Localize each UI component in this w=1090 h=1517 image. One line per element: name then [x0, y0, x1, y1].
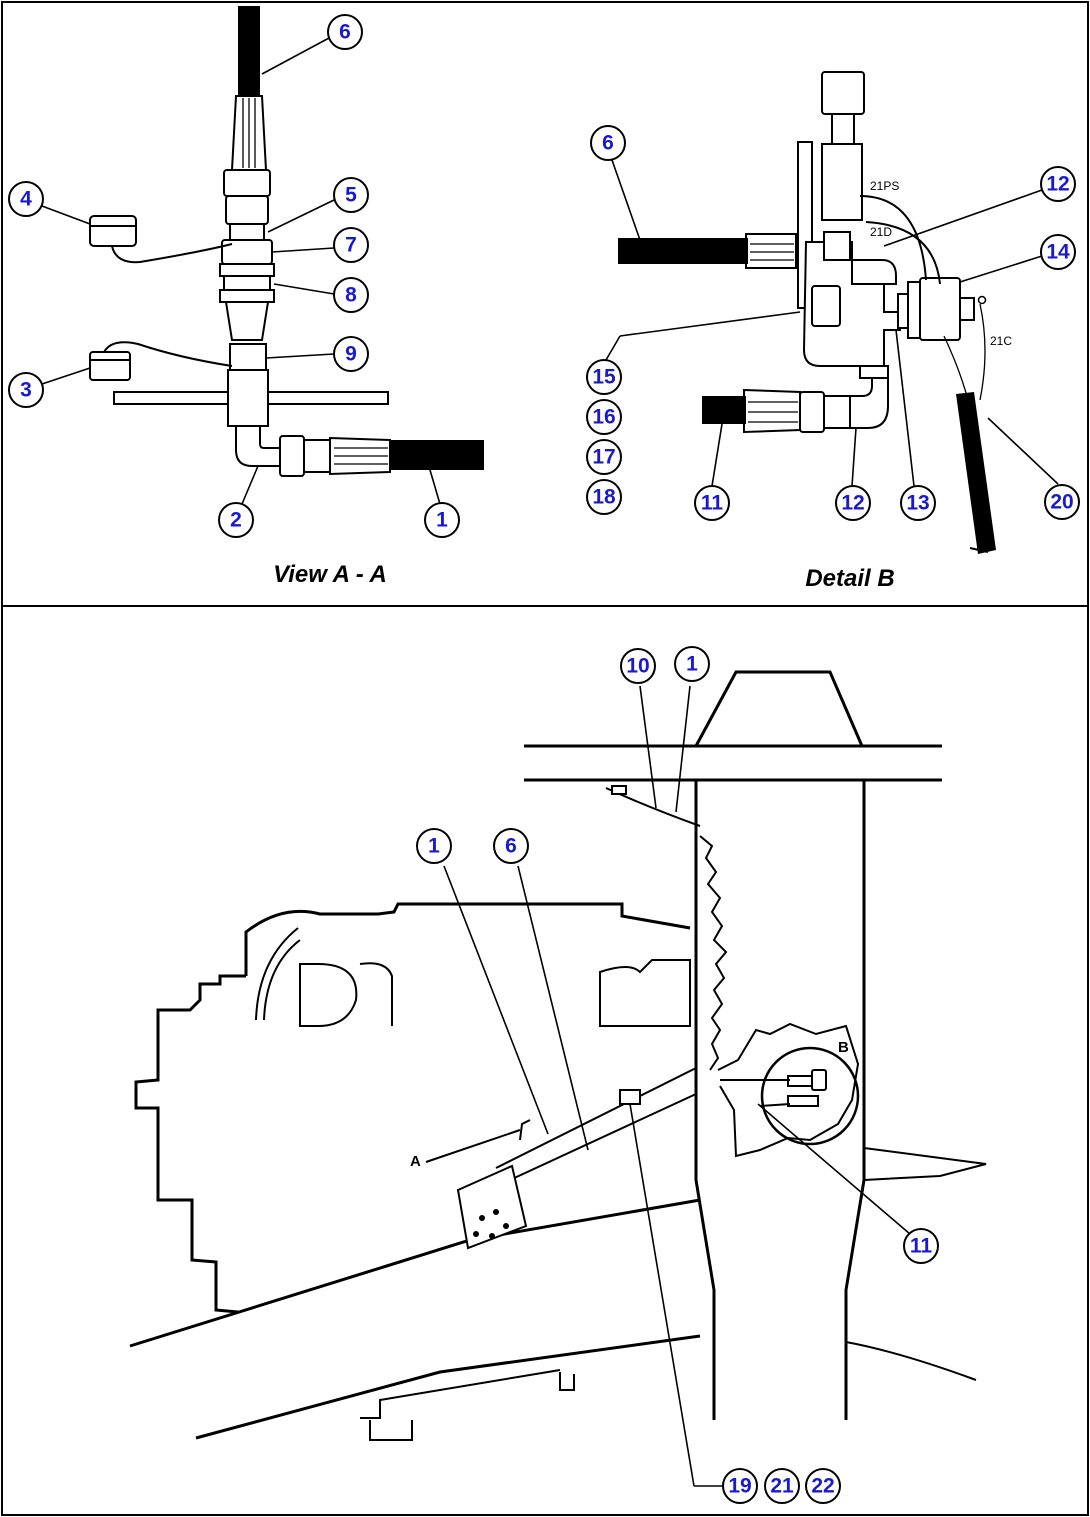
hose-11-detail — [702, 396, 746, 424]
detail-b-drawing — [618, 71, 996, 554]
detail-marker-b: B — [838, 1039, 849, 1056]
svg-text:18: 18 — [592, 486, 616, 509]
balloon-17: 17 — [586, 439, 622, 475]
balloon-11-detail-b: 11 — [694, 485, 730, 521]
svg-text:13: 13 — [906, 492, 929, 515]
wire-label-21c: 21C — [990, 334, 1012, 348]
balloon-5: 5 — [333, 177, 369, 213]
svg-text:20: 20 — [1050, 491, 1073, 514]
svg-text:11: 11 — [701, 492, 724, 515]
svg-text:1: 1 — [428, 835, 440, 858]
balloon-15: 15 — [586, 359, 622, 395]
balloon-2: 2 — [218, 502, 254, 538]
svg-text:15: 15 — [592, 366, 616, 389]
balloon-18: 18 — [586, 479, 622, 515]
balloon-13: 13 — [900, 485, 936, 521]
svg-text:8: 8 — [345, 284, 357, 307]
balloon-3: 3 — [8, 372, 44, 408]
balloon-20: 20 — [1044, 484, 1080, 520]
svg-text:7: 7 — [345, 234, 357, 257]
balloon-10: 10 — [620, 648, 656, 684]
balloon-4: 4 — [8, 181, 44, 217]
balloon-11-main: 11 — [903, 1228, 939, 1264]
svg-text:5: 5 — [345, 184, 357, 207]
svg-text:12: 12 — [1046, 173, 1069, 196]
svg-text:10: 10 — [626, 655, 649, 678]
balloon-16: 16 — [586, 399, 622, 435]
svg-text:9: 9 — [345, 343, 357, 366]
balloon-1-main-top: 1 — [674, 646, 710, 682]
svg-text:1: 1 — [436, 509, 448, 532]
hose-6-detail — [618, 238, 748, 264]
svg-text:4: 4 — [20, 188, 32, 211]
main-assembly-drawing — [129, 670, 987, 1441]
svg-text:12: 12 — [841, 492, 864, 515]
svg-text:16: 16 — [592, 406, 615, 429]
balloon-21: 21 — [764, 1468, 800, 1504]
balloon-6-main: 6 — [493, 828, 529, 864]
svg-text:14: 14 — [1046, 241, 1070, 264]
svg-text:6: 6 — [339, 21, 351, 44]
balloon-12-bottom: 12 — [835, 485, 871, 521]
balloon-1-main: 1 — [416, 828, 452, 864]
detail-b-callout-circle — [760, 1046, 860, 1146]
svg-text:6: 6 — [505, 835, 517, 858]
wire-label-21ps: 21PS — [870, 179, 899, 193]
svg-text:21: 21 — [770, 1475, 794, 1498]
svg-text:11: 11 — [910, 1235, 933, 1258]
balloon-6-view-a: 6 — [327, 14, 363, 50]
svg-text:2: 2 — [230, 509, 242, 532]
balloon-6-detail-b: 6 — [590, 125, 626, 161]
hose-6-top — [238, 6, 260, 96]
detail-b-title: Detail B — [805, 565, 894, 592]
wire-label-21d: 21D — [870, 225, 892, 239]
balloon-14: 14 — [1040, 234, 1076, 270]
balloon-8: 8 — [333, 277, 369, 313]
leader-lines — [41, 37, 1059, 1487]
svg-text:3: 3 — [20, 379, 32, 402]
svg-text:1: 1 — [686, 653, 698, 676]
balloon-22: 22 — [805, 1468, 841, 1504]
callout-balloons: 6 4 5 7 8 9 3 2 1 6 12 14 15 16 17 18 11… — [8, 14, 1080, 1504]
svg-text:6: 6 — [602, 132, 614, 155]
view-a-a-title: View A - A — [273, 561, 387, 588]
view-a-a-drawing — [89, 6, 484, 477]
svg-text:17: 17 — [592, 446, 615, 469]
section-marker-a: A — [410, 1153, 421, 1170]
svg-text:22: 22 — [811, 1475, 834, 1498]
balloon-7: 7 — [333, 227, 369, 263]
balloon-1-view-a: 1 — [424, 502, 460, 538]
balloon-12-top: 12 — [1040, 166, 1076, 202]
balloon-19: 19 — [722, 1468, 758, 1504]
hose-1 — [390, 440, 484, 470]
svg-text:19: 19 — [728, 1475, 751, 1498]
balloon-9: 9 — [333, 336, 369, 372]
